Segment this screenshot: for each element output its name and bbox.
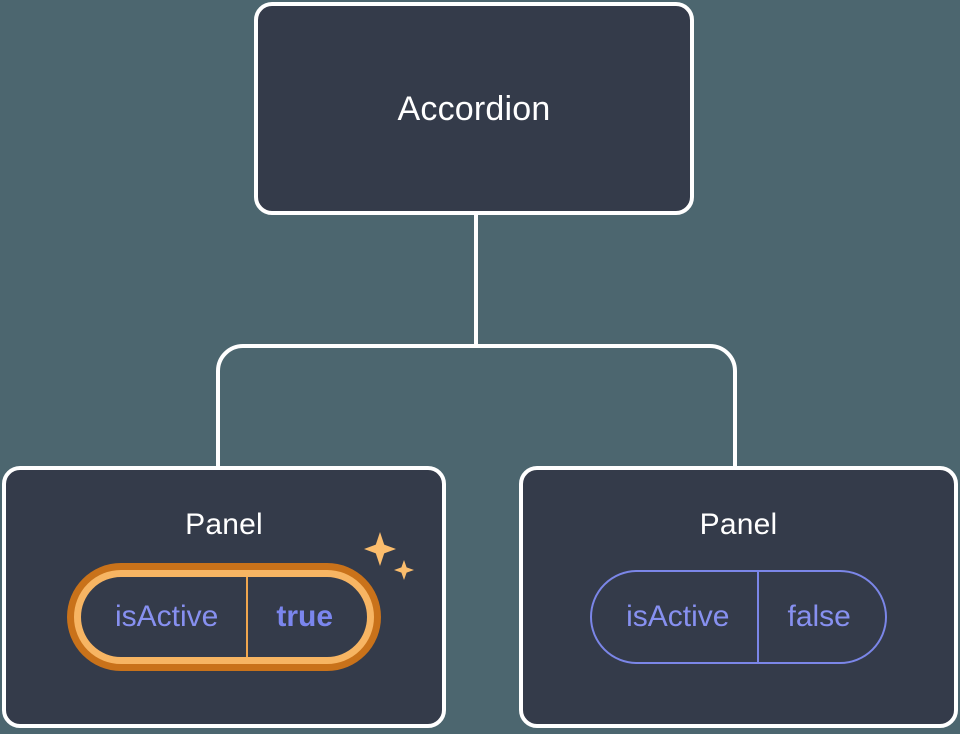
node-title: Panel [185,508,263,541]
prop-key: isActive [114,600,219,633]
node-title: Panel [699,508,778,541]
prop-pill-wrapper: isActive false [590,570,887,664]
connector-branch-right [476,344,737,470]
node-panel-inactive[interactable]: Panel isActive false [519,466,958,728]
node-panel-active[interactable]: Panel isActive true [2,466,446,728]
node-accordion[interactable]: Accordion [254,2,694,215]
connector-branch-left [216,344,476,470]
prop-divider [757,572,760,662]
prop-pill-wrapper: isActive true [73,532,415,664]
prop-key: isActive [626,600,730,633]
sparkles-icon [364,532,415,580]
prop-divider [246,577,249,657]
node-title: Accordion [397,89,551,128]
prop-value: true [276,600,334,633]
prop-pill-isactive-false[interactable]: isActive false [590,570,887,664]
prop-pill-isactive-true[interactable]: isActive true [73,570,375,664]
prop-value: false [787,600,851,633]
